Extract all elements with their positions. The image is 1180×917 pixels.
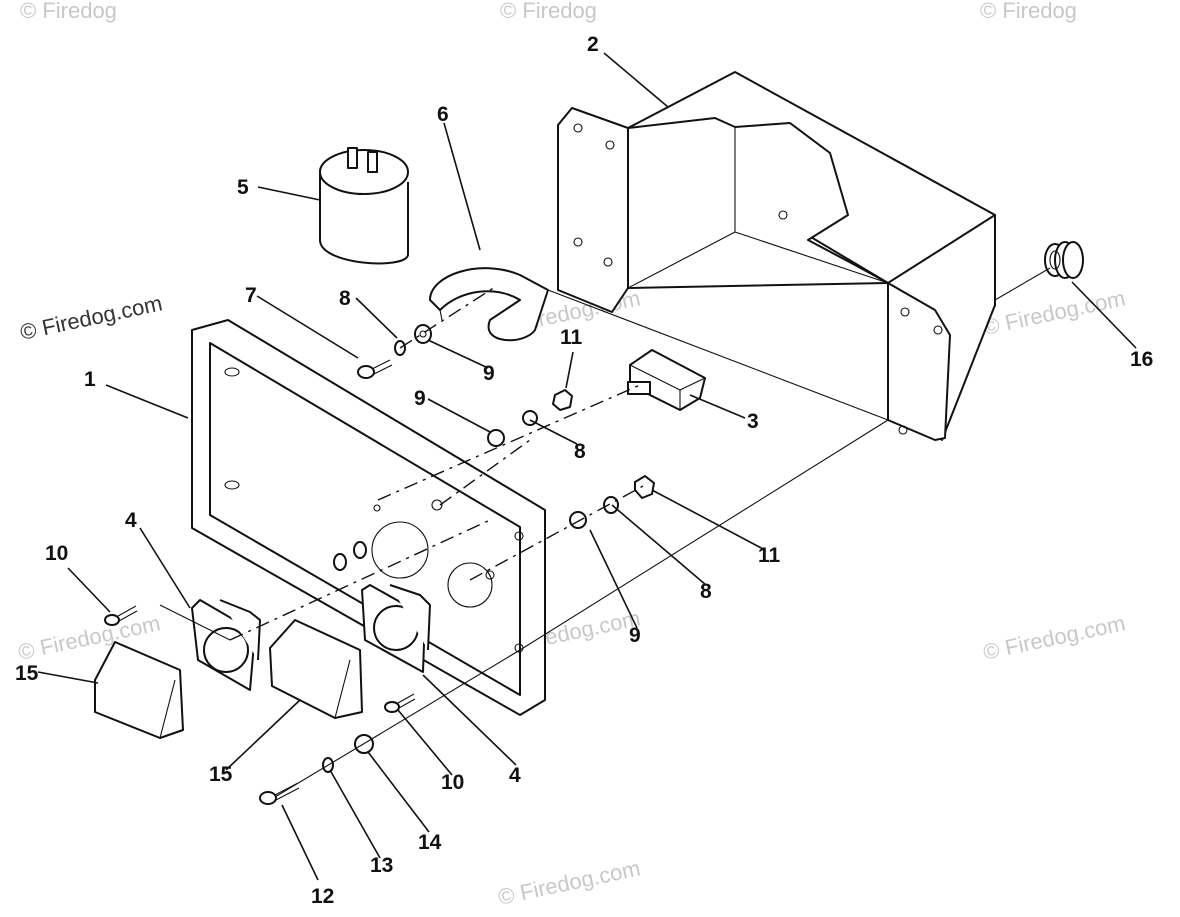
enclosure-housing bbox=[557, 71, 996, 441]
leader-lines bbox=[37, 52, 1137, 881]
callout-label: 7 bbox=[245, 284, 257, 307]
callout-label: 15 bbox=[15, 662, 39, 685]
callout-label: 5 bbox=[237, 176, 249, 199]
callout-label: 10 bbox=[441, 771, 464, 794]
watermark: © Firedog.com bbox=[981, 285, 1128, 340]
fasteners bbox=[104, 324, 655, 805]
watermark: © Firedog bbox=[500, 0, 597, 23]
callout-label: 8 bbox=[339, 287, 351, 310]
switch-block-part bbox=[627, 349, 706, 411]
callout-label: 9 bbox=[483, 362, 495, 385]
watermark: © Firedog bbox=[20, 0, 117, 23]
callouts: 1 2 3 4 4 5 6 7 8 8 8 9 9 9 10 10 11 11 … bbox=[15, 33, 1153, 908]
callout-label: 14 bbox=[418, 831, 442, 854]
watermark-main: © Firedog.com bbox=[18, 290, 165, 345]
callout-label: 6 bbox=[437, 103, 449, 126]
control-panel-frame bbox=[191, 319, 546, 716]
capacitor-part bbox=[319, 147, 409, 265]
callout-label: 8 bbox=[574, 440, 586, 463]
cover-part-right bbox=[269, 619, 363, 719]
callout-label: 9 bbox=[414, 387, 426, 410]
callout-label: 8 bbox=[700, 580, 712, 603]
callout-label: 11 bbox=[560, 326, 583, 349]
callout-label: 10 bbox=[45, 542, 68, 565]
watermark: © Firedog.com bbox=[981, 610, 1128, 665]
receptacle-part-left bbox=[191, 599, 261, 691]
callout-label: 13 bbox=[370, 854, 393, 877]
callout-label: 11 bbox=[758, 544, 781, 567]
callout-label: 3 bbox=[747, 410, 759, 433]
assembly-lines bbox=[159, 267, 1051, 798]
callout-label: 1 bbox=[84, 368, 96, 391]
callout-label: 4 bbox=[125, 509, 137, 532]
callout-label: 9 bbox=[629, 624, 641, 647]
watermark: © Firedog bbox=[980, 0, 1077, 23]
watermark: © Firedog.com bbox=[496, 855, 643, 910]
mounting-strap-part bbox=[429, 267, 549, 342]
callout-label: 2 bbox=[587, 33, 599, 56]
cover-part-left bbox=[94, 641, 184, 739]
callout-label: 4 bbox=[509, 764, 521, 787]
callout-label: 16 bbox=[1130, 348, 1153, 371]
callout-label: 12 bbox=[311, 885, 334, 908]
callout-label: 15 bbox=[209, 763, 233, 786]
grommet-part bbox=[1044, 241, 1084, 279]
receptacle-part-right bbox=[361, 584, 431, 673]
